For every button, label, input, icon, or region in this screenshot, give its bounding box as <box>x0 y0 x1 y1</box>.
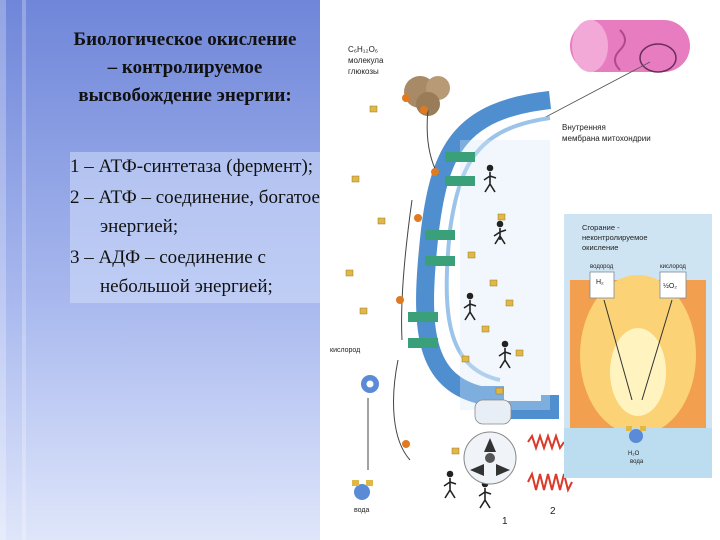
adp-spring-icon <box>527 432 565 452</box>
legend-list: 1 – АТФ-синтетаза (фермент); 2 – АТФ – с… <box>70 152 320 303</box>
combustion-label: неконтролируемое <box>582 233 648 242</box>
decor-stripe <box>0 0 6 540</box>
glucose-label: глюкозы <box>348 67 379 76</box>
atp-synthase-icon <box>463 399 517 485</box>
h2-formula: H₂ <box>596 279 604 286</box>
oxygen-jar-icon <box>659 271 687 299</box>
label-number-2: 2 <box>550 506 556 517</box>
oxygen-label: кислород <box>330 347 360 354</box>
flow-arrow <box>603 299 633 401</box>
mitochondria-diagram: C₆H₁₂O₆ молекула глюкозы Внутренняя мемб… <box>320 0 720 540</box>
title-line: Биологическое окисление <box>73 29 297 50</box>
membrane-label: Внутренняя <box>562 123 606 132</box>
callout-line <box>539 61 651 121</box>
title-line: высвобождение энергии: <box>78 85 292 106</box>
inner-membrane <box>416 91 559 419</box>
worker-figures <box>443 164 512 509</box>
combustion-label: окисление <box>582 243 618 252</box>
electron-dots <box>396 94 439 448</box>
membrane-label: мембрана митохондрии <box>562 134 651 143</box>
title-line: – контролируемое <box>107 57 263 78</box>
water-product-icon <box>626 426 646 443</box>
legend-item-adp: 3 – АДФ – соединение с небольшой энергие… <box>70 247 273 297</box>
proton-markers <box>345 105 524 455</box>
legend-item-atp: 2 – АТФ – соединение, богатое энергией; <box>70 187 320 237</box>
legend-item-atp-synthase: 1 – АТФ-синтетаза (фермент); <box>70 156 314 177</box>
water-formula: H₂O <box>628 451 640 457</box>
combustion-label: Сгорание - <box>582 223 620 232</box>
water-label: вода <box>354 507 369 514</box>
mitochondrion-icon <box>570 20 690 73</box>
glucose-formula: C₆H₁₂O₆ <box>348 45 378 54</box>
protein-complexes <box>408 152 475 348</box>
glucose-label: молекула <box>348 56 384 65</box>
label-number-1: 1 <box>502 516 508 527</box>
o2-formula: ½O₂ <box>663 282 677 290</box>
flow-arrow <box>401 199 413 341</box>
flow-arrow <box>641 299 673 401</box>
water-molecule-icon <box>352 480 373 500</box>
water-label-2: вода <box>630 459 644 465</box>
slide-title: Биологическое окисление – контролируемое… <box>40 26 330 110</box>
oxygen-label-2: кислород <box>660 264 686 270</box>
hydrogen-jar-icon <box>589 271 615 299</box>
oxygen-molecule-icon <box>361 375 379 393</box>
flow-arrow <box>393 359 411 461</box>
hydrogen-label: водород <box>590 264 614 270</box>
decor-stripe <box>22 0 26 540</box>
